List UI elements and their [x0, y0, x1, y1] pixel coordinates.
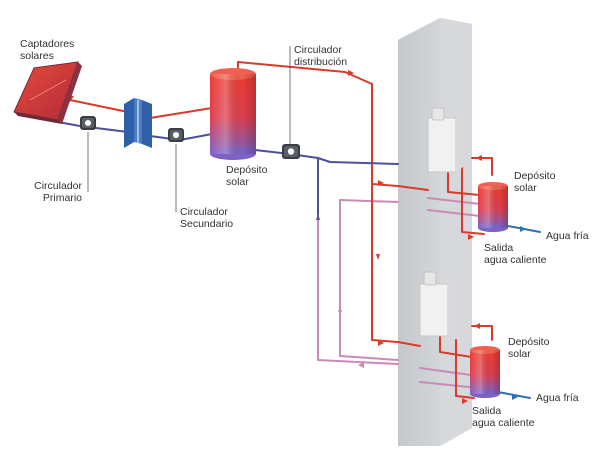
lower-wall-hot	[397, 341, 421, 347]
cold-to-wall-pipe	[317, 157, 399, 165]
label-upper-cold-water: Agua fría	[546, 230, 589, 242]
distribution-cold-pipe	[254, 149, 319, 217]
solar-collector-panel	[13, 61, 82, 124]
lower-hot-outlet	[455, 339, 475, 399]
lower-tank-return	[419, 367, 479, 377]
label-lower-cold-water: Agua fría	[536, 392, 579, 404]
arrow-icon	[378, 340, 384, 346]
arrow-icon	[468, 234, 474, 240]
arrow-icon	[348, 70, 354, 76]
arrow-icon	[476, 155, 482, 161]
arrow-icon	[358, 362, 364, 368]
lower-boiler-feed	[439, 335, 479, 359]
heat-exchanger	[124, 98, 152, 148]
upper-wall-hot	[397, 185, 429, 191]
upper-tank-return	[427, 197, 481, 205]
lower-boiler	[419, 271, 456, 337]
arrow-icon	[378, 180, 384, 186]
primary-hot-pipe	[69, 94, 129, 113]
wall	[398, 18, 472, 446]
upper-tank-cold	[427, 209, 481, 217]
arrow-icon	[520, 226, 526, 232]
arrow-icon	[316, 214, 320, 220]
return-pipe-2	[339, 199, 399, 203]
lower-hot-to-boiler	[471, 325, 493, 341]
distribution-pump	[282, 144, 300, 159]
secondary-pump	[168, 128, 184, 142]
distribution-hot-pipe	[237, 61, 399, 187]
hot-riser	[371, 183, 399, 343]
arrow-icon	[512, 394, 518, 400]
main-storage-tank	[210, 68, 256, 160]
return-pipe-3	[339, 199, 399, 361]
arrow-icon	[376, 254, 380, 260]
secondary-hot-pipe	[149, 107, 213, 119]
arrow-icon	[338, 310, 342, 316]
upper-hot-outlet	[461, 167, 485, 235]
lower-tank-cold	[419, 381, 479, 389]
upper-boiler	[427, 107, 462, 173]
upper-boiler-feed	[447, 167, 491, 197]
arrow-icon	[474, 323, 480, 329]
upper-solar-tank	[478, 182, 508, 232]
primary-pump	[80, 116, 96, 130]
return-pipe-1	[317, 215, 399, 365]
lower-solar-tank	[470, 346, 500, 398]
arrow-icon	[462, 398, 468, 404]
